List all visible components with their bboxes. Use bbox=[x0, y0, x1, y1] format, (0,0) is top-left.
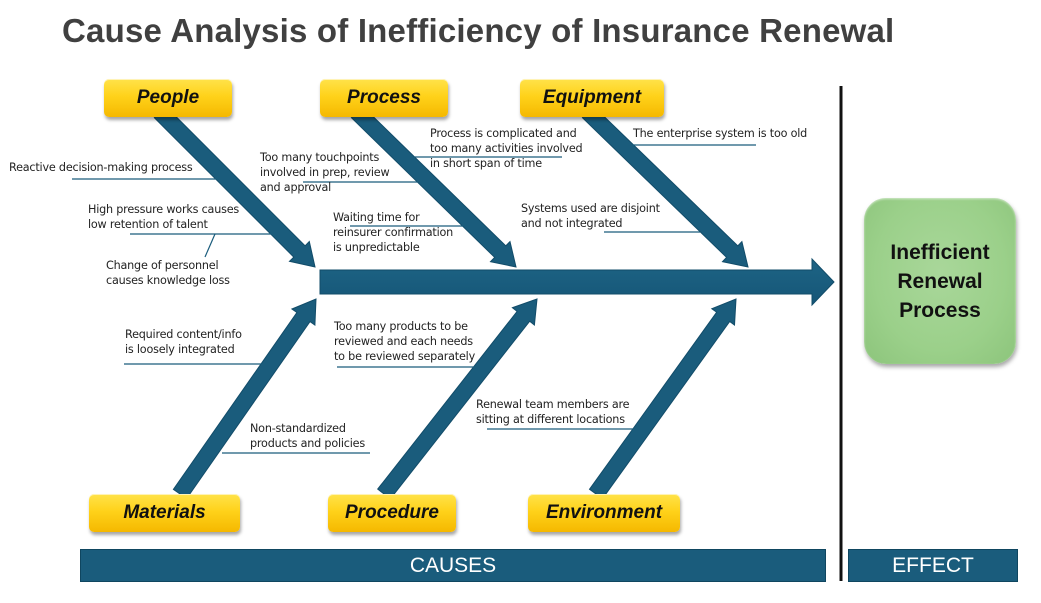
spine-arrow bbox=[319, 257, 835, 307]
category-process: Process bbox=[320, 79, 448, 117]
branch-arrow-environment bbox=[588, 298, 737, 500]
category-materials: Materials bbox=[89, 494, 240, 532]
cause-note-environment: Renewal team members are sitting at diff… bbox=[476, 398, 630, 426]
cause-note-materials: Required content/info is loosely integra… bbox=[125, 328, 242, 356]
cause-note-process: Process is complicated and too many acti… bbox=[430, 127, 583, 170]
cause-note-procedure: Too many products to be reviewed and eac… bbox=[334, 320, 475, 363]
leader-line bbox=[204, 233, 216, 258]
effect-box: Inefficient Renewal Process bbox=[864, 198, 1016, 364]
branch-arrow-people bbox=[153, 105, 316, 268]
causes-band: CAUSES bbox=[80, 549, 826, 582]
branch-arrow-materials bbox=[172, 298, 317, 500]
branch-arrow-equipment bbox=[581, 105, 749, 268]
cause-note-materials: Non-standardized products and policies bbox=[250, 422, 365, 450]
cause-note-people: Reactive decision-making process bbox=[9, 161, 193, 174]
cause-note-process: Waiting time for reinsurer confirmation … bbox=[333, 211, 454, 254]
cause-note-process: Too many touchpoints involved in prep, r… bbox=[260, 151, 390, 194]
branch-arrow-process bbox=[350, 105, 517, 268]
category-people: People bbox=[104, 79, 232, 117]
category-environment: Environment bbox=[528, 494, 680, 532]
cause-note-equipment: The enterprise system is too old bbox=[633, 127, 808, 140]
category-procedure: Procedure bbox=[328, 494, 456, 532]
category-equipment: Equipment bbox=[520, 79, 664, 117]
page-title: Cause Analysis of Inefficiency of Insura… bbox=[62, 12, 895, 49]
cause-note-equipment: Systems used are disjoint and not integr… bbox=[521, 202, 660, 230]
cause-note-people: High pressure works causes low retention… bbox=[88, 203, 240, 231]
effect-band: EFFECT bbox=[848, 549, 1018, 582]
cause-note-people: Change of personnel causes knowledge los… bbox=[106, 259, 230, 287]
branch-arrow-procedure bbox=[376, 298, 538, 500]
